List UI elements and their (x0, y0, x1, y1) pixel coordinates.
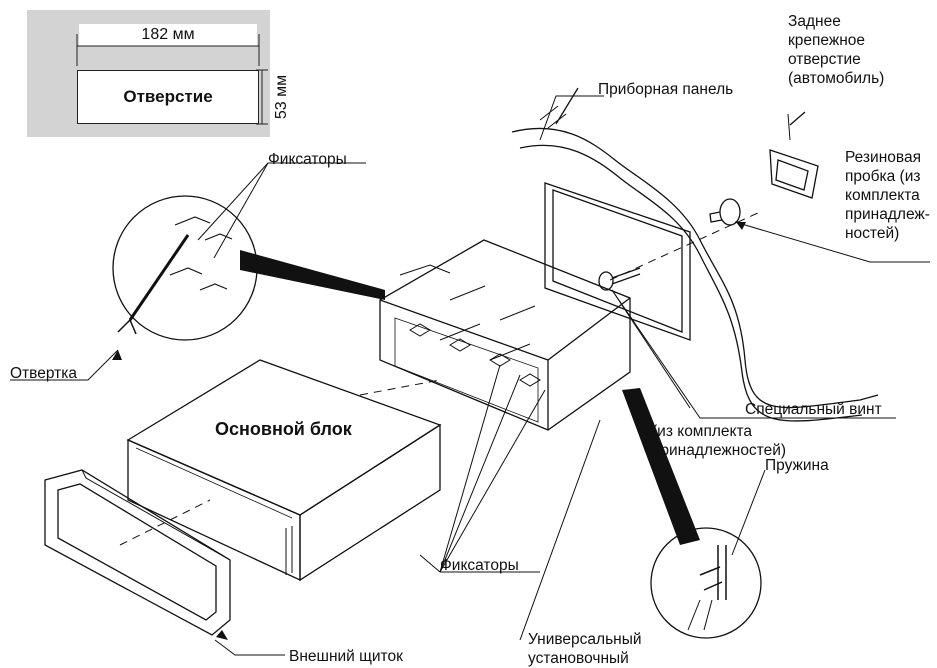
alignment-lines (119, 211, 761, 546)
rear-bracket (769, 111, 819, 199)
leader-lines (10, 95, 930, 656)
opening-label: Отверстие (123, 87, 213, 106)
opening-dimensions-inset: 182 мм Отверстие 53 мм (27, 10, 292, 137)
label-latches-bottom: Фиксаторы (440, 557, 519, 574)
width-dimension-label: 182 мм (79, 24, 257, 46)
label-latches-top: Фиксаторы (268, 151, 347, 168)
spring-magnifier (622, 388, 762, 639)
label-screwdriver: Отвертка (10, 365, 77, 382)
label-special-screw: Специальный винт (745, 401, 882, 418)
outer-frame (44, 469, 231, 636)
dashboard-opening (544, 182, 691, 341)
main-unit-box (126, 359, 442, 582)
label-rubber-plug: Резиновая пробка (из комплекта принадлеж… (845, 149, 930, 242)
label-rear-hole: Заднее крепежное отверстие (автомобиль) (788, 13, 885, 87)
dashboard-panel (511, 87, 879, 422)
mounting-sleeve (379, 239, 631, 431)
label-spring: Пружина (765, 457, 829, 474)
rubber-plug (709, 198, 741, 226)
inset-dimension-lines (76, 34, 268, 125)
inset-side-strip (270, 10, 292, 137)
opening-rectangle: Отверстие (77, 70, 259, 124)
arrowheads (112, 222, 746, 640)
label-outer-frame: Внешний щиток (289, 648, 403, 665)
special-screw (598, 267, 641, 291)
label-main-unit: Основной блок (215, 419, 352, 439)
label-dashboard: Приборная панель (598, 81, 734, 98)
label-from-kit: (из комплекта принадлежностей) (652, 423, 787, 459)
latch-magnifier (112, 195, 385, 341)
label-universal-mount: Универсальный установочный (528, 631, 642, 667)
